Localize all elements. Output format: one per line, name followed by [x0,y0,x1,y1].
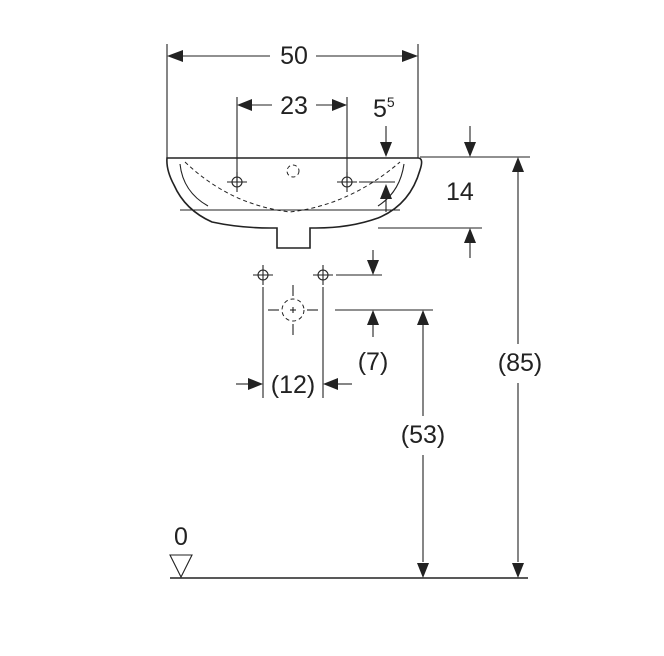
basin-outline [166,157,423,249]
washbasin-profile [166,157,423,249]
floor-marker-icon [169,554,193,579]
supply-spacing-label: (12) [271,371,315,399]
basin-inner-edge-left [179,163,209,207]
overall-width-label: 50 [280,42,308,70]
drain-height-dimension: (53) [401,310,445,578]
supply-spacing-arrow-left [248,378,263,390]
depth-arrow-top [464,142,476,157]
width-arrow-left [167,50,183,62]
drain-height-label: (53) [401,421,445,449]
rim-offset-label: 55 [373,94,395,123]
drain-height-arrow-top [417,310,429,325]
rim-height-arrow-top [512,157,524,172]
supply-drop-label: (7) [358,348,389,376]
inner-depth-arrow [380,184,392,199]
basin-depth-dimension: 14 [359,126,482,258]
rim-offset-dimension: 55 [373,94,395,157]
rim-height-dimension: (85) [482,156,542,578]
tap-spacing-dimension: 23 [236,92,348,182]
rim-offset-arrow [380,142,392,157]
overall-width-dimension: 50 [166,42,419,158]
supply-spacing-arrow-right [323,378,338,390]
floor-level-label: 0 [174,523,188,551]
tap-hole-left-icon [227,172,247,192]
supply-right-icon [313,265,333,285]
floor-reference: 0 [169,523,528,579]
width-arrow-right [402,50,418,62]
tap-arrow-left [237,99,252,111]
supply-left-icon [253,265,273,285]
supply-drop-dimension: (7) [358,310,389,376]
rim-height-label: (85) [498,349,542,377]
rim-height-arrow-bottom [512,563,524,578]
overflow-hole-icon [286,164,300,178]
tap-arrow-right [332,99,347,111]
drain-height-arrow-bottom [417,563,429,578]
drain-outlet [268,285,433,335]
supply-spacing-dimension: (12) [236,371,352,399]
supply-connections [253,250,382,398]
tap-spacing-label: 23 [280,92,308,120]
tap-hole-right-icon [337,172,357,192]
bowl-hidden-line [184,161,401,213]
basin-inner-edge-right [377,163,405,207]
basin-depth-label: 14 [446,178,474,206]
supply-drop-arrow [367,310,379,325]
depth-arrow-bottom [464,228,476,243]
supply-level-arrow [367,260,379,275]
drain-outlet-icon [281,298,305,322]
